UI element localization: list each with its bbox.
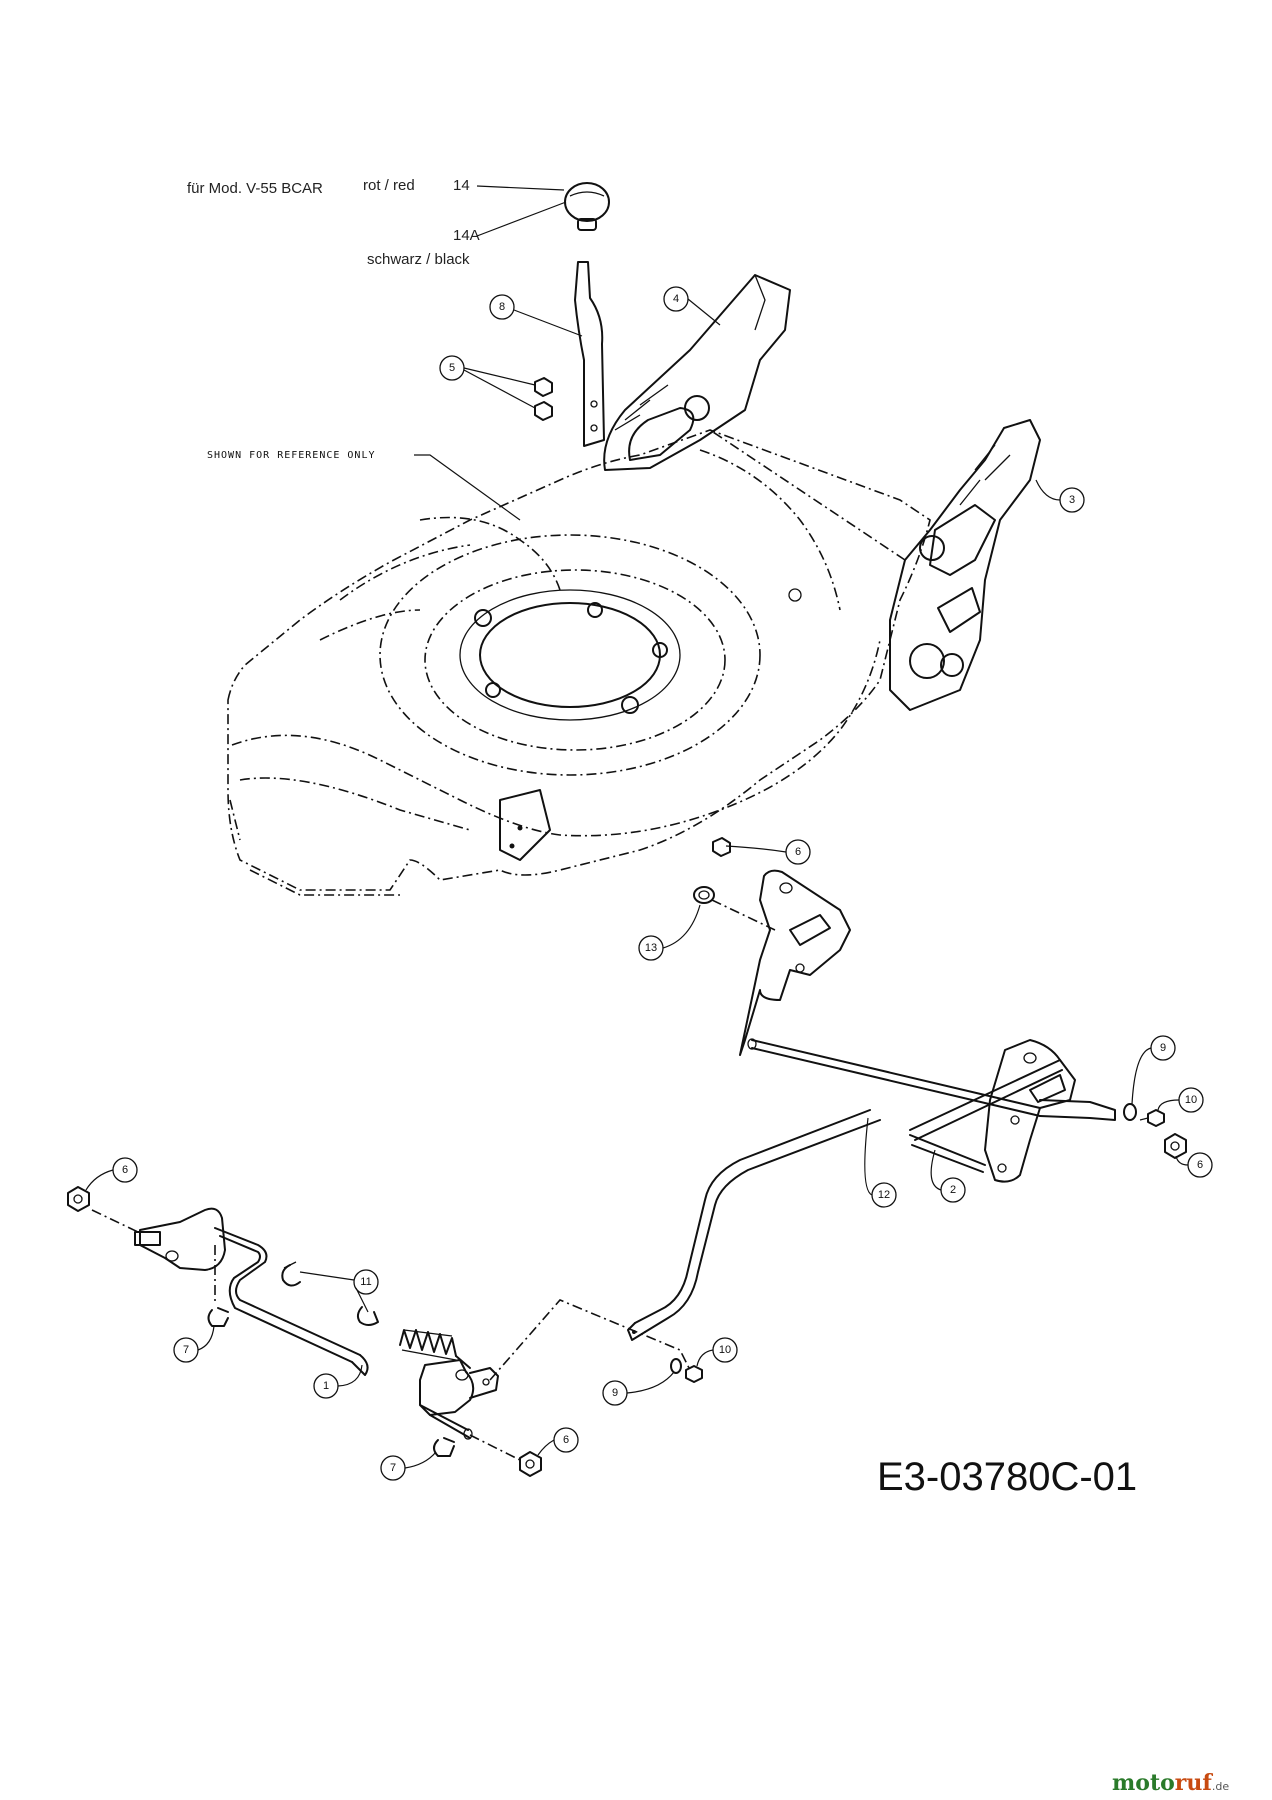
front-axle-plate — [134, 1207, 226, 1271]
rear-axle-plate-lower — [984, 1039, 1076, 1183]
watermark-logo: motoruf.de — [1112, 1770, 1229, 1796]
callout-10-lower: 10 — [696, 1337, 738, 1367]
right-axle-bolt — [1139, 1109, 1165, 1127]
callout-13: 13 — [638, 904, 701, 961]
svg-text:6: 6 — [795, 846, 801, 858]
svg-text:9: 9 — [1160, 1042, 1166, 1054]
callout-3: 3 — [1035, 479, 1085, 513]
callout-9-right: 9 — [1131, 1035, 1176, 1105]
rear-axle-rod — [747, 1038, 1116, 1121]
callout-4: 4 — [663, 286, 721, 326]
rear-axle-plate-upper — [739, 869, 851, 1056]
deck-nut — [712, 837, 731, 857]
svg-text:13: 13 — [645, 942, 657, 954]
right-axle-nut — [1164, 1133, 1187, 1159]
callout-7-lower: 7 — [380, 1451, 437, 1481]
callout-1: 1 — [313, 1364, 363, 1399]
callout-8: 8 — [489, 294, 583, 337]
color-black-label: schwarz / black — [367, 251, 470, 268]
color-red-label: rot / red — [363, 177, 415, 194]
adjust-rod — [627, 1109, 881, 1341]
lever-nuts — [534, 377, 553, 421]
callout-6-lower: 6 — [537, 1427, 579, 1456]
leader-14a — [476, 201, 567, 237]
callout-9-lower: 9 — [602, 1371, 675, 1406]
svg-text:3: 3 — [1069, 494, 1075, 506]
connecting-rod — [909, 1059, 1063, 1173]
callout-10-right: 10 — [1157, 1087, 1204, 1113]
upper-clip — [207, 1307, 229, 1327]
svg-text:7: 7 — [183, 1344, 189, 1356]
model-note-label: für Mod. V-55 BCAR — [187, 180, 323, 197]
svg-text:6: 6 — [563, 1434, 569, 1446]
svg-text:10: 10 — [719, 1344, 731, 1356]
lower-bolt — [685, 1365, 703, 1383]
svg-text:9: 9 — [612, 1387, 618, 1399]
rear-height-bracket — [709, 419, 1041, 711]
callout-6-right: 6 — [1175, 1152, 1213, 1178]
handle-knob — [564, 182, 610, 231]
retaining-clip-upper — [281, 1261, 301, 1287]
callout-12: 12 — [864, 1117, 897, 1208]
front-left-nut — [67, 1186, 90, 1212]
height-adjust-lever — [574, 261, 605, 447]
part-14a-label: 14A — [453, 227, 480, 244]
svg-text:8: 8 — [499, 301, 505, 313]
svg-text:7: 7 — [390, 1462, 396, 1474]
svg-text:12: 12 — [878, 1189, 890, 1201]
svg-text:10: 10 — [1185, 1094, 1197, 1106]
callout-5: 5 — [439, 355, 536, 409]
front-lower-nut — [519, 1451, 542, 1477]
lower-axle-bracket — [419, 1359, 499, 1440]
lower-washer — [670, 1358, 682, 1374]
torsion-spring — [399, 1329, 471, 1369]
svg-text:5: 5 — [449, 362, 455, 374]
front-height-bracket — [603, 274, 791, 471]
svg-text:1: 1 — [323, 1380, 329, 1392]
svg-text:motoruf.de: motoruf.de — [1112, 1770, 1229, 1796]
part-14-label: 14 — [453, 177, 470, 194]
callout-11: 11 — [299, 1269, 379, 1313]
callout-6-left: 6 — [85, 1157, 138, 1191]
svg-text:11: 11 — [360, 1276, 371, 1288]
svg-text:6: 6 — [122, 1164, 128, 1176]
retaining-clip-lower — [356, 1306, 379, 1326]
front-axle-rod — [214, 1227, 369, 1376]
svg-text:4: 4 — [673, 293, 679, 305]
right-axle-washer — [1123, 1103, 1137, 1121]
mower-deck-reference — [227, 429, 931, 896]
washer — [693, 886, 715, 904]
callout-7-upper: 7 — [173, 1325, 215, 1363]
callout-2: 2 — [930, 1149, 966, 1203]
callout-6-deck: 6 — [785, 839, 811, 865]
svg-text:6: 6 — [1197, 1159, 1203, 1171]
lower-clip — [433, 1437, 455, 1457]
drawing-code: E3-03780C-01 — [877, 1455, 1137, 1499]
svg-text:2: 2 — [950, 1184, 956, 1196]
leader-14 — [476, 185, 565, 191]
reference-note-label: SHOWN FOR REFERENCE ONLY — [207, 450, 376, 461]
